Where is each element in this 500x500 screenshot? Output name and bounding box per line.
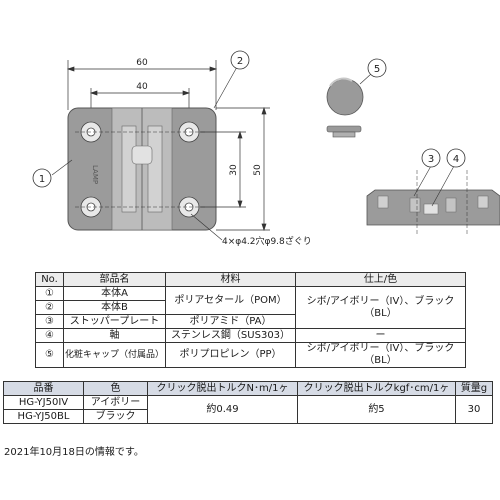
table-row: HG-YJ50BL ブラック bbox=[3, 409, 493, 424]
dimension-height-hole bbox=[200, 130, 246, 209]
dim-label-60: 60 bbox=[136, 58, 148, 68]
table-row: ① 本体A ポリアセタール（POM） シボ/アイボリー（IV）、ブラック（BL） bbox=[35, 286, 466, 329]
spec-table-header: 品番 色 クリック脱出トルクN･m/1ヶ クリック脱出トルクkgf･cm/1ヶ … bbox=[3, 381, 493, 396]
hole-note: 4×φ4.2穴φ9.8ざぐり bbox=[222, 235, 312, 247]
header-torque-kgf: クリック脱出トルクkgf･cm/1ヶ bbox=[297, 381, 456, 396]
hole-centerlines bbox=[75, 131, 205, 208]
header-part-name: 部品名 bbox=[63, 272, 166, 287]
dim-label-50: 50 bbox=[253, 164, 263, 176]
dimension-height-outer bbox=[216, 106, 270, 232]
table-row: HG-YJ50IV アイボリー 約0.49 約5 30 bbox=[3, 395, 493, 424]
header-torque-nm: クリック脱出トルクN･m/1ヶ bbox=[147, 381, 298, 396]
header-mass: 質量g bbox=[455, 381, 493, 396]
parts-table-header: No. 部品名 材料 仕上/色 bbox=[35, 272, 466, 287]
hole-note-leader bbox=[190, 213, 223, 241]
callout-1 bbox=[32, 168, 52, 188]
svg-text:2: 2 bbox=[237, 56, 243, 67]
header-no: No. bbox=[35, 272, 64, 287]
header-product-code: 品番 bbox=[3, 381, 84, 396]
dimension-width-outer bbox=[66, 60, 218, 110]
svg-text:4: 4 bbox=[453, 154, 459, 165]
spec-table: 品番 色 クリック脱出トルクN･m/1ヶ クリック脱出トルクkgf･cm/1ヶ … bbox=[3, 381, 493, 424]
svg-text:1: 1 bbox=[39, 174, 45, 185]
dim-label-30: 30 bbox=[229, 164, 239, 176]
info-date-note: 2021年10月18日の情報です。 bbox=[4, 447, 144, 458]
dimension-width-hole bbox=[89, 88, 191, 125]
hinge-front-view bbox=[67, 107, 217, 231]
parts-table: No. 部品名 材料 仕上/色 ① 本体A ポリアセタール（POM） シボ/アイ… bbox=[35, 272, 466, 368]
callout-4 bbox=[446, 148, 466, 168]
callout-5 bbox=[367, 58, 387, 78]
svg-text:3: 3 bbox=[428, 154, 434, 165]
table-row: ⑤ 化粧キャップ（付属品） ポリプロピレン（PP） シボ/アイボリー（IV）、ブ… bbox=[35, 342, 466, 368]
dim-label-40: 40 bbox=[136, 82, 148, 92]
header-color: 色 bbox=[83, 381, 148, 396]
side-view-centerlines bbox=[416, 170, 468, 236]
technical-drawing: 60 40 LAMP 30 bbox=[32, 50, 500, 247]
header-finish: 仕上/色 bbox=[295, 272, 466, 287]
callout-2 bbox=[230, 50, 250, 70]
table-row: ④ 軸 ステンレス鋼（SUS303） ー bbox=[35, 328, 466, 343]
brand-mark: LAMP bbox=[91, 165, 99, 184]
cap-side-view bbox=[326, 125, 362, 138]
svg-text:5: 5 bbox=[374, 64, 380, 75]
callout-3 bbox=[421, 148, 441, 168]
header-material: 材料 bbox=[165, 272, 296, 287]
cap-top-view bbox=[326, 77, 364, 116]
hinge-side-view bbox=[366, 189, 500, 226]
